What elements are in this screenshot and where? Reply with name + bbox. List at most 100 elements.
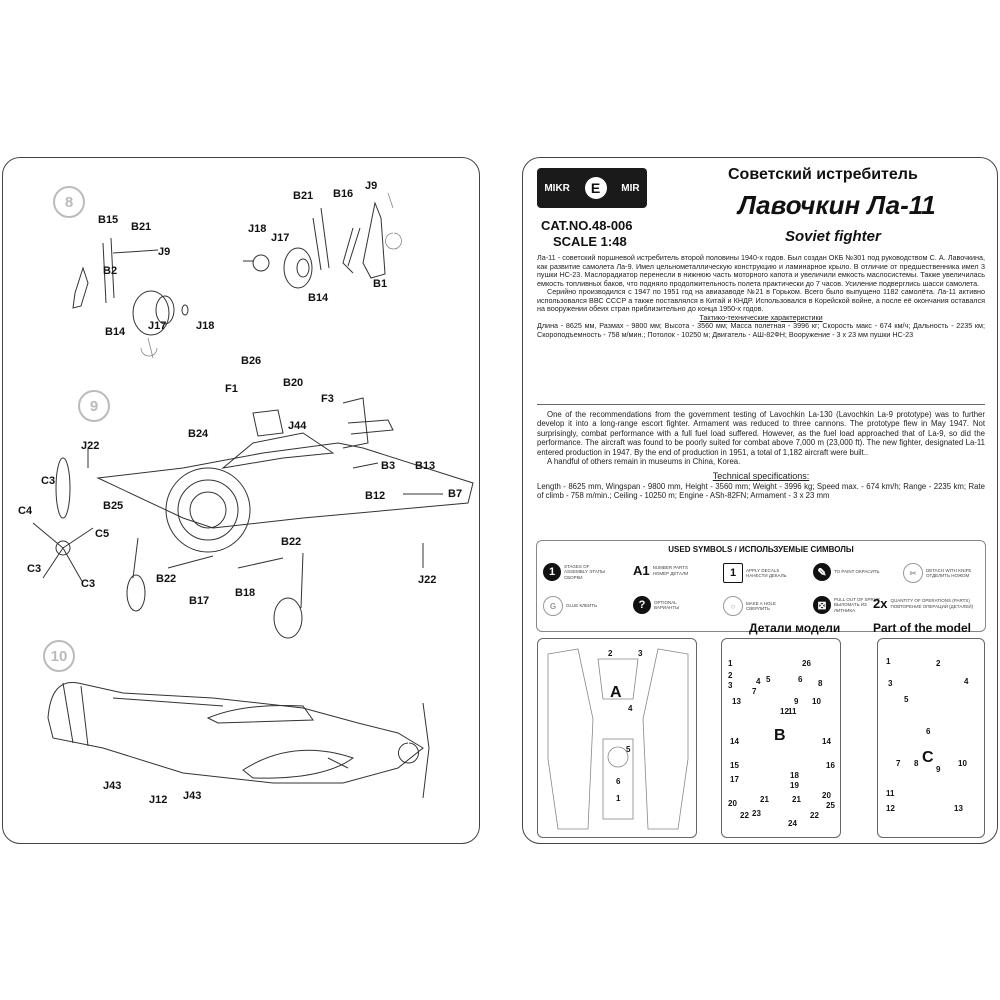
sprue-part-num: 21 xyxy=(760,795,769,804)
part-label: C3 xyxy=(81,578,96,590)
sprue-part-num: 8 xyxy=(914,759,919,768)
part-label: B14 xyxy=(308,292,329,304)
brand-left: MIKR xyxy=(544,182,570,194)
sprue-part-num: 25 xyxy=(826,801,835,810)
description-en-p2: A handful of others remain in museums in… xyxy=(547,457,741,467)
sprue-part-num: 5 xyxy=(766,675,771,684)
sprue-part-num: 1 xyxy=(728,659,733,668)
sprue-part-num: 18 xyxy=(790,771,799,780)
step8-drawing xyxy=(72,192,402,359)
sprue-part-num: 7 xyxy=(752,687,757,696)
part-label: J43 xyxy=(103,780,122,792)
symbol-decal: 1 APPLY DECALS НАНЕСТИ ДЕКАЛЬ xyxy=(723,563,794,583)
part-label: B16 xyxy=(333,188,354,200)
part-label: B21 xyxy=(131,221,152,233)
sprue-part-num: 6 xyxy=(798,675,803,684)
symbols-title: USED SYMBOLS / ИСПОЛЬЗУЕМЫЕ СИМВОЛЫ xyxy=(668,545,854,554)
sprue-letter: B xyxy=(774,727,786,744)
sprue-part-num: 20 xyxy=(728,799,737,808)
part-label: C5 xyxy=(95,528,110,540)
brand-mark: E xyxy=(584,177,607,199)
scale: SCALE 1:48 xyxy=(553,234,627,249)
title-ru-line2: Лавочкин Ла-11 xyxy=(738,190,936,220)
sprue-part-num: 14 xyxy=(730,737,739,746)
description-en-p1: One of the recommendations from the gove… xyxy=(537,410,985,457)
part-label: B15 xyxy=(98,214,119,226)
part-label: J44 xyxy=(288,420,307,432)
sprue-part-num: 1 xyxy=(616,794,621,803)
sprue-part-num: 6 xyxy=(616,777,621,786)
symbol-knife: ✂ DETACH WITH KNIFE ОТДЕЛИТЬ НОЖОМ xyxy=(903,563,974,583)
sprue-c: 1 2 3 4 5 6 7 8 9 10 11 12 13 C xyxy=(877,638,985,838)
used-symbols-box: USED SYMBOLS / ИСПОЛЬЗУЕМЫЕ СИМВОЛЫ 1 ST… xyxy=(536,540,986,632)
brand-logo: MIKR E MIR xyxy=(537,168,647,208)
description-en: One of the recommendations from the gove… xyxy=(537,410,985,501)
part-label: B17 xyxy=(189,595,210,607)
part-label: B13 xyxy=(415,460,436,472)
part-label: B25 xyxy=(103,500,124,512)
sprue-part-num: 6 xyxy=(926,727,931,736)
part-label: B1 xyxy=(373,278,388,290)
paint-icon: ✎ xyxy=(813,563,831,581)
part-label: B18 xyxy=(235,587,256,599)
sprue-part-num: 5 xyxy=(626,745,631,754)
catalog-number: CAT.NO.48-006 xyxy=(541,218,633,233)
sprue-part-num: 14 xyxy=(822,737,831,746)
part-label: C4 xyxy=(18,505,33,517)
sprue-letter: C xyxy=(922,749,934,766)
sprue-part-num: 11 xyxy=(886,789,895,798)
sprue-part-num: 26 xyxy=(802,659,811,668)
sprue-part-num: 4 xyxy=(628,704,633,713)
symbol-stage: 1 STAGES OF ASSEMBLY ЭТАПЫ СБОРКИ xyxy=(543,563,612,581)
sprue-part-num: 1 xyxy=(886,657,891,666)
sprue-part-num: 16 xyxy=(826,761,835,770)
part-label: J12 xyxy=(149,794,168,806)
symbol-pull-out: ⊠ PULL OUT OF SPRUE ВЫЛОМАТЬ ИЗ ЛИТНИКА xyxy=(813,596,882,614)
symbol-paint: ✎ TO PAINT ОКРАСИТЬ xyxy=(813,563,882,581)
title-ru-line1: Советский истребитель xyxy=(728,166,918,183)
sprue-part-num: 2 xyxy=(608,649,613,658)
sprue-part-num: 15 xyxy=(730,761,739,770)
divider xyxy=(537,404,985,405)
part-label: B22 xyxy=(281,536,302,548)
sprue-letter: A xyxy=(610,684,622,701)
pull-out-icon: ⊠ xyxy=(813,596,831,614)
part-label: C3 xyxy=(41,475,56,487)
sprue-part-num: 2 xyxy=(728,671,733,680)
specs-en: Length - 8625 mm, Wingspan - 9800 mm, He… xyxy=(537,481,985,501)
stage-icon: 1 xyxy=(543,563,561,581)
symbol-quantity: 2x QUANTITY OF OPERATIONS (PARTS) ПОВТОР… xyxy=(873,596,974,611)
sprue-part-num: 21 xyxy=(792,795,801,804)
part-label: B7 xyxy=(448,488,463,500)
sprue-part-num: 12 xyxy=(886,804,895,813)
parts-title-ru: Детали модели xyxy=(749,621,841,635)
sprue-part-num: 3 xyxy=(638,649,643,658)
part-label: B21 xyxy=(293,190,314,202)
sprue-part-num: 22 xyxy=(810,811,819,820)
part-label: B2 xyxy=(103,265,118,277)
symbol-part-number: A1 NUMBER PARTS НОМЕР ДЕТАЛИ xyxy=(633,563,689,578)
step-number: 10 xyxy=(43,640,75,672)
knife-icon: ✂ xyxy=(903,563,923,583)
sprue-a-drawing xyxy=(547,648,689,830)
sprue-part-num: 20 xyxy=(822,791,831,800)
part-label: B26 xyxy=(241,355,262,367)
sprue-part-num: 13 xyxy=(732,697,741,706)
step10-drawing xyxy=(47,681,430,799)
step9-drawing xyxy=(32,397,474,639)
assembly-drawings xyxy=(32,192,474,799)
brand-right: MIR xyxy=(621,182,640,194)
specs-en-title: Technical specifications: xyxy=(712,471,810,482)
part-label: J17 xyxy=(148,320,167,332)
specs-ru: Длина - 8625 мм, Размах - 9800 мм; Высот… xyxy=(537,321,985,339)
parts-title-en: Part of the model xyxy=(873,621,972,635)
step-number: 9 xyxy=(78,390,110,422)
glue-icon: G xyxy=(543,596,563,616)
part-label: B22 xyxy=(156,573,177,585)
sprue-part-num: 5 xyxy=(904,695,909,704)
part-label: J22 xyxy=(418,574,437,586)
sprue-part-num: 17 xyxy=(730,775,739,784)
quantity-icon: 2x xyxy=(873,596,888,611)
decal-icon: 1 xyxy=(723,563,743,583)
sprue-part-num: 12 xyxy=(780,707,789,716)
